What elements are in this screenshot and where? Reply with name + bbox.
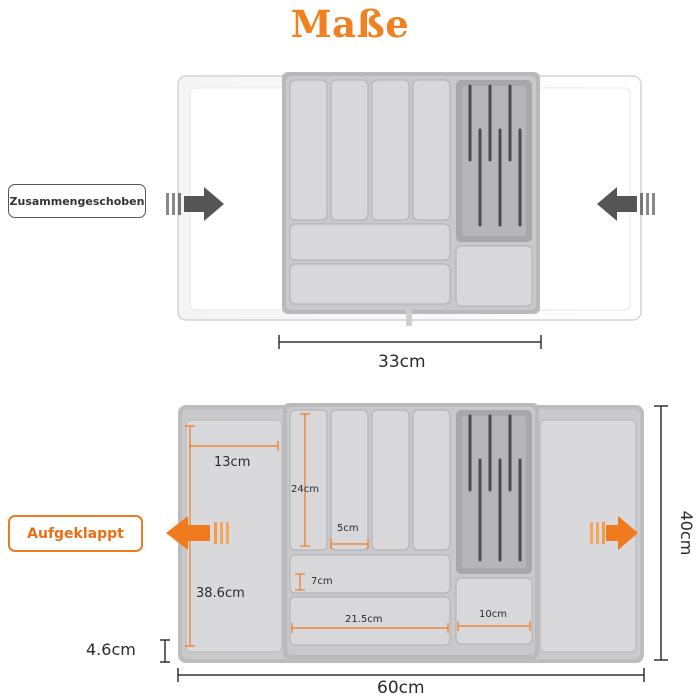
collapsed-organizer: [177, 72, 642, 326]
collapse-arrow-right-icon: [597, 187, 655, 221]
collapsed-state-badge: Zusammengeschoben: [8, 184, 146, 218]
width-collapsed-label: 33cm: [378, 352, 426, 372]
outer-dimensions: [160, 405, 668, 682]
slot-length-label: 24cm: [291, 484, 319, 495]
knife-block-label: 10cm: [479, 609, 507, 620]
slot-width-label: 5cm: [337, 523, 359, 534]
expanded-organizer: [178, 403, 644, 663]
collapse-arrow-left-icon: [166, 187, 224, 221]
small-slot-label: 7cm: [311, 576, 333, 587]
wing-length-label: 38.6cm: [196, 586, 245, 601]
width-expanded-label: 60cm: [377, 678, 425, 698]
height-label: 4.6cm: [86, 640, 136, 659]
expand-arrow-right-icon: [590, 516, 638, 550]
expanded-state-badge: Aufgeklappt: [8, 515, 143, 552]
expand-arrow-left-icon: [166, 516, 229, 550]
depth-label: 40cm: [676, 510, 696, 556]
wing-width-label: 13cm: [214, 455, 251, 470]
right-wing-compartment: [539, 419, 637, 653]
long-slot-label: 21.5cm: [345, 614, 383, 625]
width-dimension-top: [278, 335, 542, 349]
page-title: Maße: [290, 2, 410, 46]
